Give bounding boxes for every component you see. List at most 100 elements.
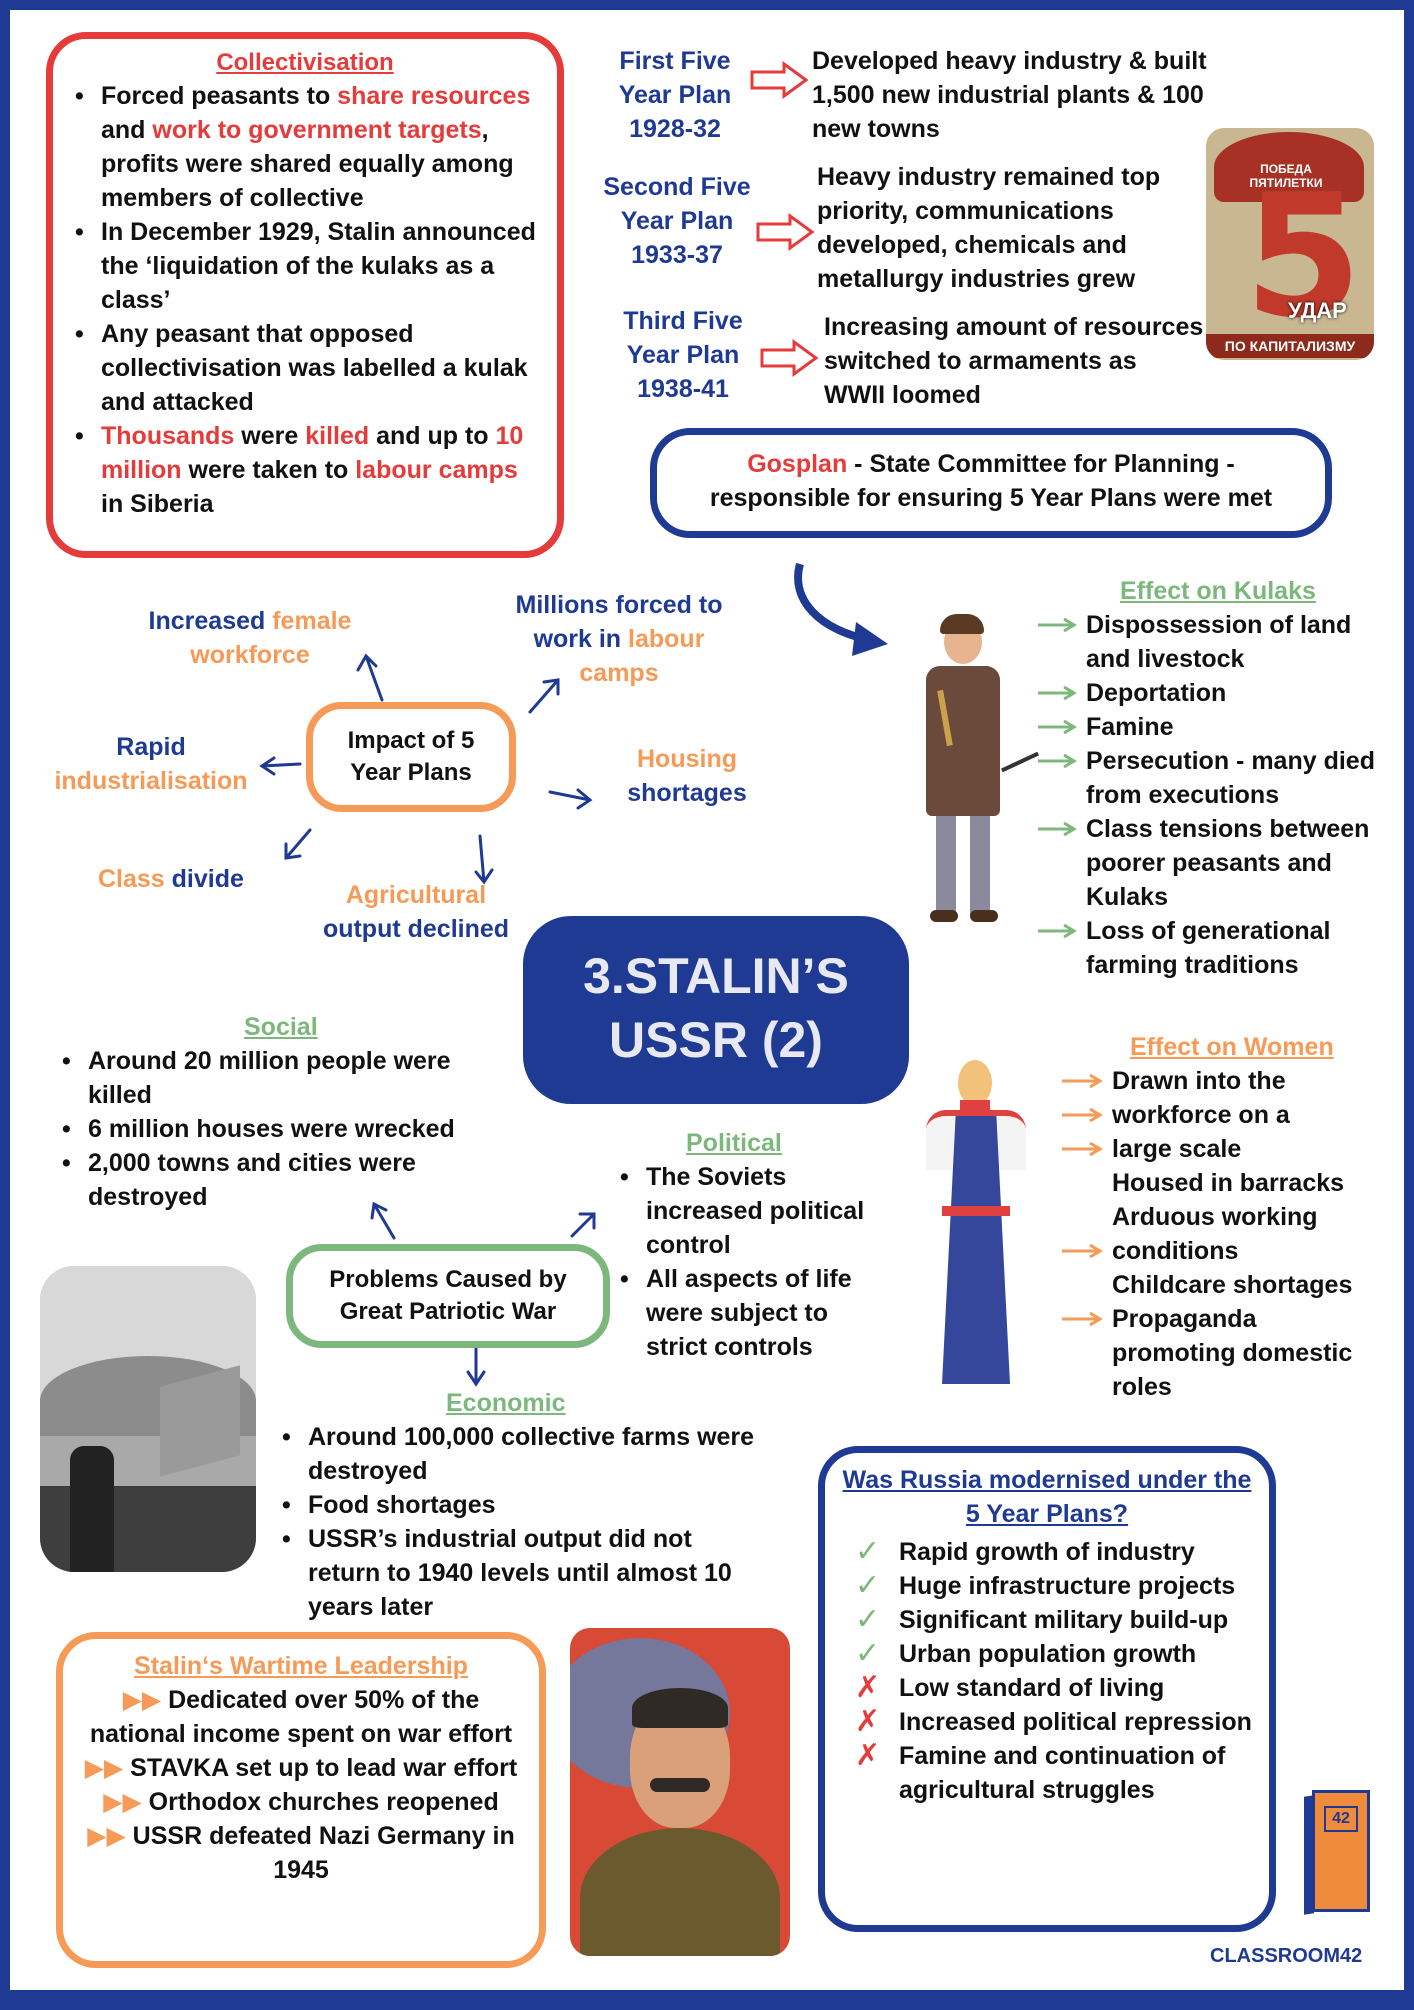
women-line: roles: [1112, 1373, 1172, 1401]
brand-name: CLASSROOM42: [1210, 1945, 1363, 1967]
women-line: Drawn into the: [1062, 1064, 1402, 1098]
modernised-title: Was Russia modernised under the 5 Year P…: [842, 1466, 1252, 1528]
modernised-item: ✗ Increased political repression: [841, 1705, 1253, 1739]
plan-1-arrow: [750, 61, 809, 99]
cross-icon: ✗: [855, 1739, 881, 1772]
wartime-item: ▶▶ Orthodox churches reopened: [103, 1788, 499, 1816]
plan-2-desc: Heavy industry remained top priority, co…: [817, 163, 1161, 293]
modernised-list: ✓ Rapid growth of industry ✓ Huge infrastru…: [841, 1535, 1253, 1807]
collectivisation-box: Collectivisation Forced peasants to shar…: [46, 32, 564, 558]
economic-list: Around 100,000 collective farms were des…: [276, 1420, 756, 1624]
check-icon: ✓: [855, 1535, 881, 1568]
problems-center: Problems Caused by Great Patriotic War: [286, 1244, 610, 1348]
wartime-list: ▶▶ Dedicated over 50% of the national in…: [77, 1683, 525, 1887]
check-icon: ✓: [855, 1569, 881, 1602]
collectivisation-item: Forced peasants to share resources and w…: [69, 79, 541, 215]
women-title: Effect on Women: [1130, 1033, 1334, 1061]
women-line: workforce on a: [1062, 1098, 1402, 1132]
door-logo: 42: [1304, 1790, 1378, 1916]
poster-number: 5: [1244, 158, 1363, 356]
social-item: 2,000 towns and cities were destroyed: [56, 1146, 516, 1214]
social-item: 6 million houses were wrecked: [56, 1112, 516, 1146]
kulaks-item: Class tensions between poorer peasants a…: [1038, 812, 1398, 914]
poster-top-text: ПОБЕДА ПЯТИЛЕТКИ: [1249, 162, 1323, 190]
modernised-item-text: Significant military build-up: [899, 1606, 1229, 1634]
stalin-portrait: [570, 1628, 790, 1956]
women-list: Drawn into the workforce on a large scal…: [1062, 1064, 1402, 1404]
plan-3-desc: Increasing amount of resources switched …: [824, 313, 1204, 409]
modernised-item-text: Huge infrastructure projects: [899, 1572, 1236, 1600]
collectivisation-title: Collectivisation: [216, 49, 394, 76]
check-icon: ✓: [855, 1603, 881, 1636]
kulaks-title: Effect on Kulaks: [1120, 577, 1316, 605]
plan-3-arrow: [760, 339, 819, 377]
page: Collectivisation Forced peasants to shar…: [10, 10, 1404, 1990]
women-line: conditions: [1062, 1234, 1402, 1268]
plan-2-arrow: [756, 213, 815, 251]
wartime-box: Stalin‘s Wartime Leadership ▶▶ Dedicated…: [56, 1632, 546, 1968]
social-list: Around 20 million people were killed 6 m…: [56, 1044, 516, 1214]
wartime-item: ▶▶ Dedicated over 50% of the national in…: [89, 1686, 513, 1748]
poster-bottom-text: ПО КАПИТАЛИЗМУ: [1206, 334, 1374, 358]
women-line: promoting domestic: [1112, 1339, 1353, 1367]
women-line: Propaganda: [1062, 1302, 1402, 1336]
impact-class: Class divide: [98, 865, 244, 893]
kulaks-item: Famine: [1038, 710, 1398, 744]
kulaks-item: Deportation: [1038, 676, 1398, 710]
wartime-item: ▶▶ STAVKA set up to lead war effort: [84, 1754, 518, 1782]
economic-title: Economic: [446, 1389, 566, 1417]
kulak-figure: [870, 610, 1040, 930]
five-year-plan-poster: ПОБЕДА ПЯТИЛЕТКИ 5 УДАР ПО КАПИТАЛИЗМУ: [1206, 128, 1374, 360]
political-item: All aspects of life were subject to stri…: [614, 1262, 876, 1364]
modernised-item: ✗ Famine and continuation of agricultural…: [841, 1739, 1253, 1807]
collectivisation-item: In December 1929, Stalin announced the ‘…: [69, 215, 541, 317]
impact-labour: Millions forced to work in labour camps: [515, 591, 723, 687]
political-title: Political: [686, 1129, 782, 1157]
kulaks-list: Dispossession of land and livestock Depo…: [1038, 608, 1398, 982]
modernised-item-text: Rapid growth of industry: [899, 1538, 1195, 1566]
economic-item: Around 100,000 collective farms were des…: [276, 1420, 756, 1488]
collectivisation-item: Any peasant that opposed collectivisatio…: [69, 317, 541, 419]
social-title: Social: [244, 1013, 318, 1041]
kulaks-item: Loss of generational farming traditions: [1038, 914, 1398, 982]
modernised-item: ✓ Huge infrastructure projects: [841, 1569, 1253, 1603]
collectivisation-item: Thousands were killed and up to 10 milli…: [69, 419, 541, 521]
plan-1-desc: Developed heavy industry & built 1,500 n…: [812, 47, 1207, 143]
women-line: Childcare shortages: [1112, 1271, 1353, 1299]
kulaks-item: Dispossession of land and livestock: [1038, 608, 1398, 676]
social-item: Around 20 million people were killed: [56, 1044, 516, 1112]
kulaks-item: Persecution - many died from executions: [1038, 744, 1398, 812]
economic-item: Food shortages: [276, 1488, 756, 1522]
political-list: The Soviets increased political control …: [614, 1160, 876, 1364]
cross-icon: ✗: [855, 1671, 881, 1704]
poster-word: УДАР: [1288, 298, 1347, 323]
women-line: large scale: [1062, 1132, 1402, 1166]
door-number: 42: [1324, 1806, 1358, 1832]
modernised-item: ✓ Significant military build-up: [841, 1603, 1253, 1637]
war-photo: [40, 1266, 256, 1572]
cross-icon: ✗: [855, 1705, 881, 1738]
check-icon: ✓: [855, 1637, 881, 1670]
wartime-title: Stalin‘s Wartime Leadership: [134, 1652, 468, 1680]
modernised-item-text: Urban population growth: [899, 1640, 1197, 1668]
modernised-item: ✓ Urban population growth: [841, 1637, 1253, 1671]
modernised-item: ✓ Rapid growth of industry: [841, 1535, 1253, 1569]
modernised-item-text: Famine and continuation of agricultural …: [899, 1742, 1226, 1804]
women-line: Arduous working: [1112, 1203, 1318, 1231]
curved-arrow: [794, 562, 888, 656]
modernised-item-text: Increased political repression: [899, 1708, 1252, 1736]
impact-female: Increased female workforce: [148, 607, 352, 669]
gosplan-box: Gosplan - State Committee for Planning -…: [650, 428, 1332, 538]
economic-item: USSR’s industrial output did not return …: [276, 1522, 756, 1624]
impact-center: Impact of 5 Year Plans: [306, 702, 516, 812]
modernised-item-text: Low standard of living: [899, 1674, 1165, 1702]
collectivisation-list: Forced peasants to share resources and w…: [69, 79, 541, 521]
political-item: The Soviets increased political control: [614, 1160, 876, 1262]
